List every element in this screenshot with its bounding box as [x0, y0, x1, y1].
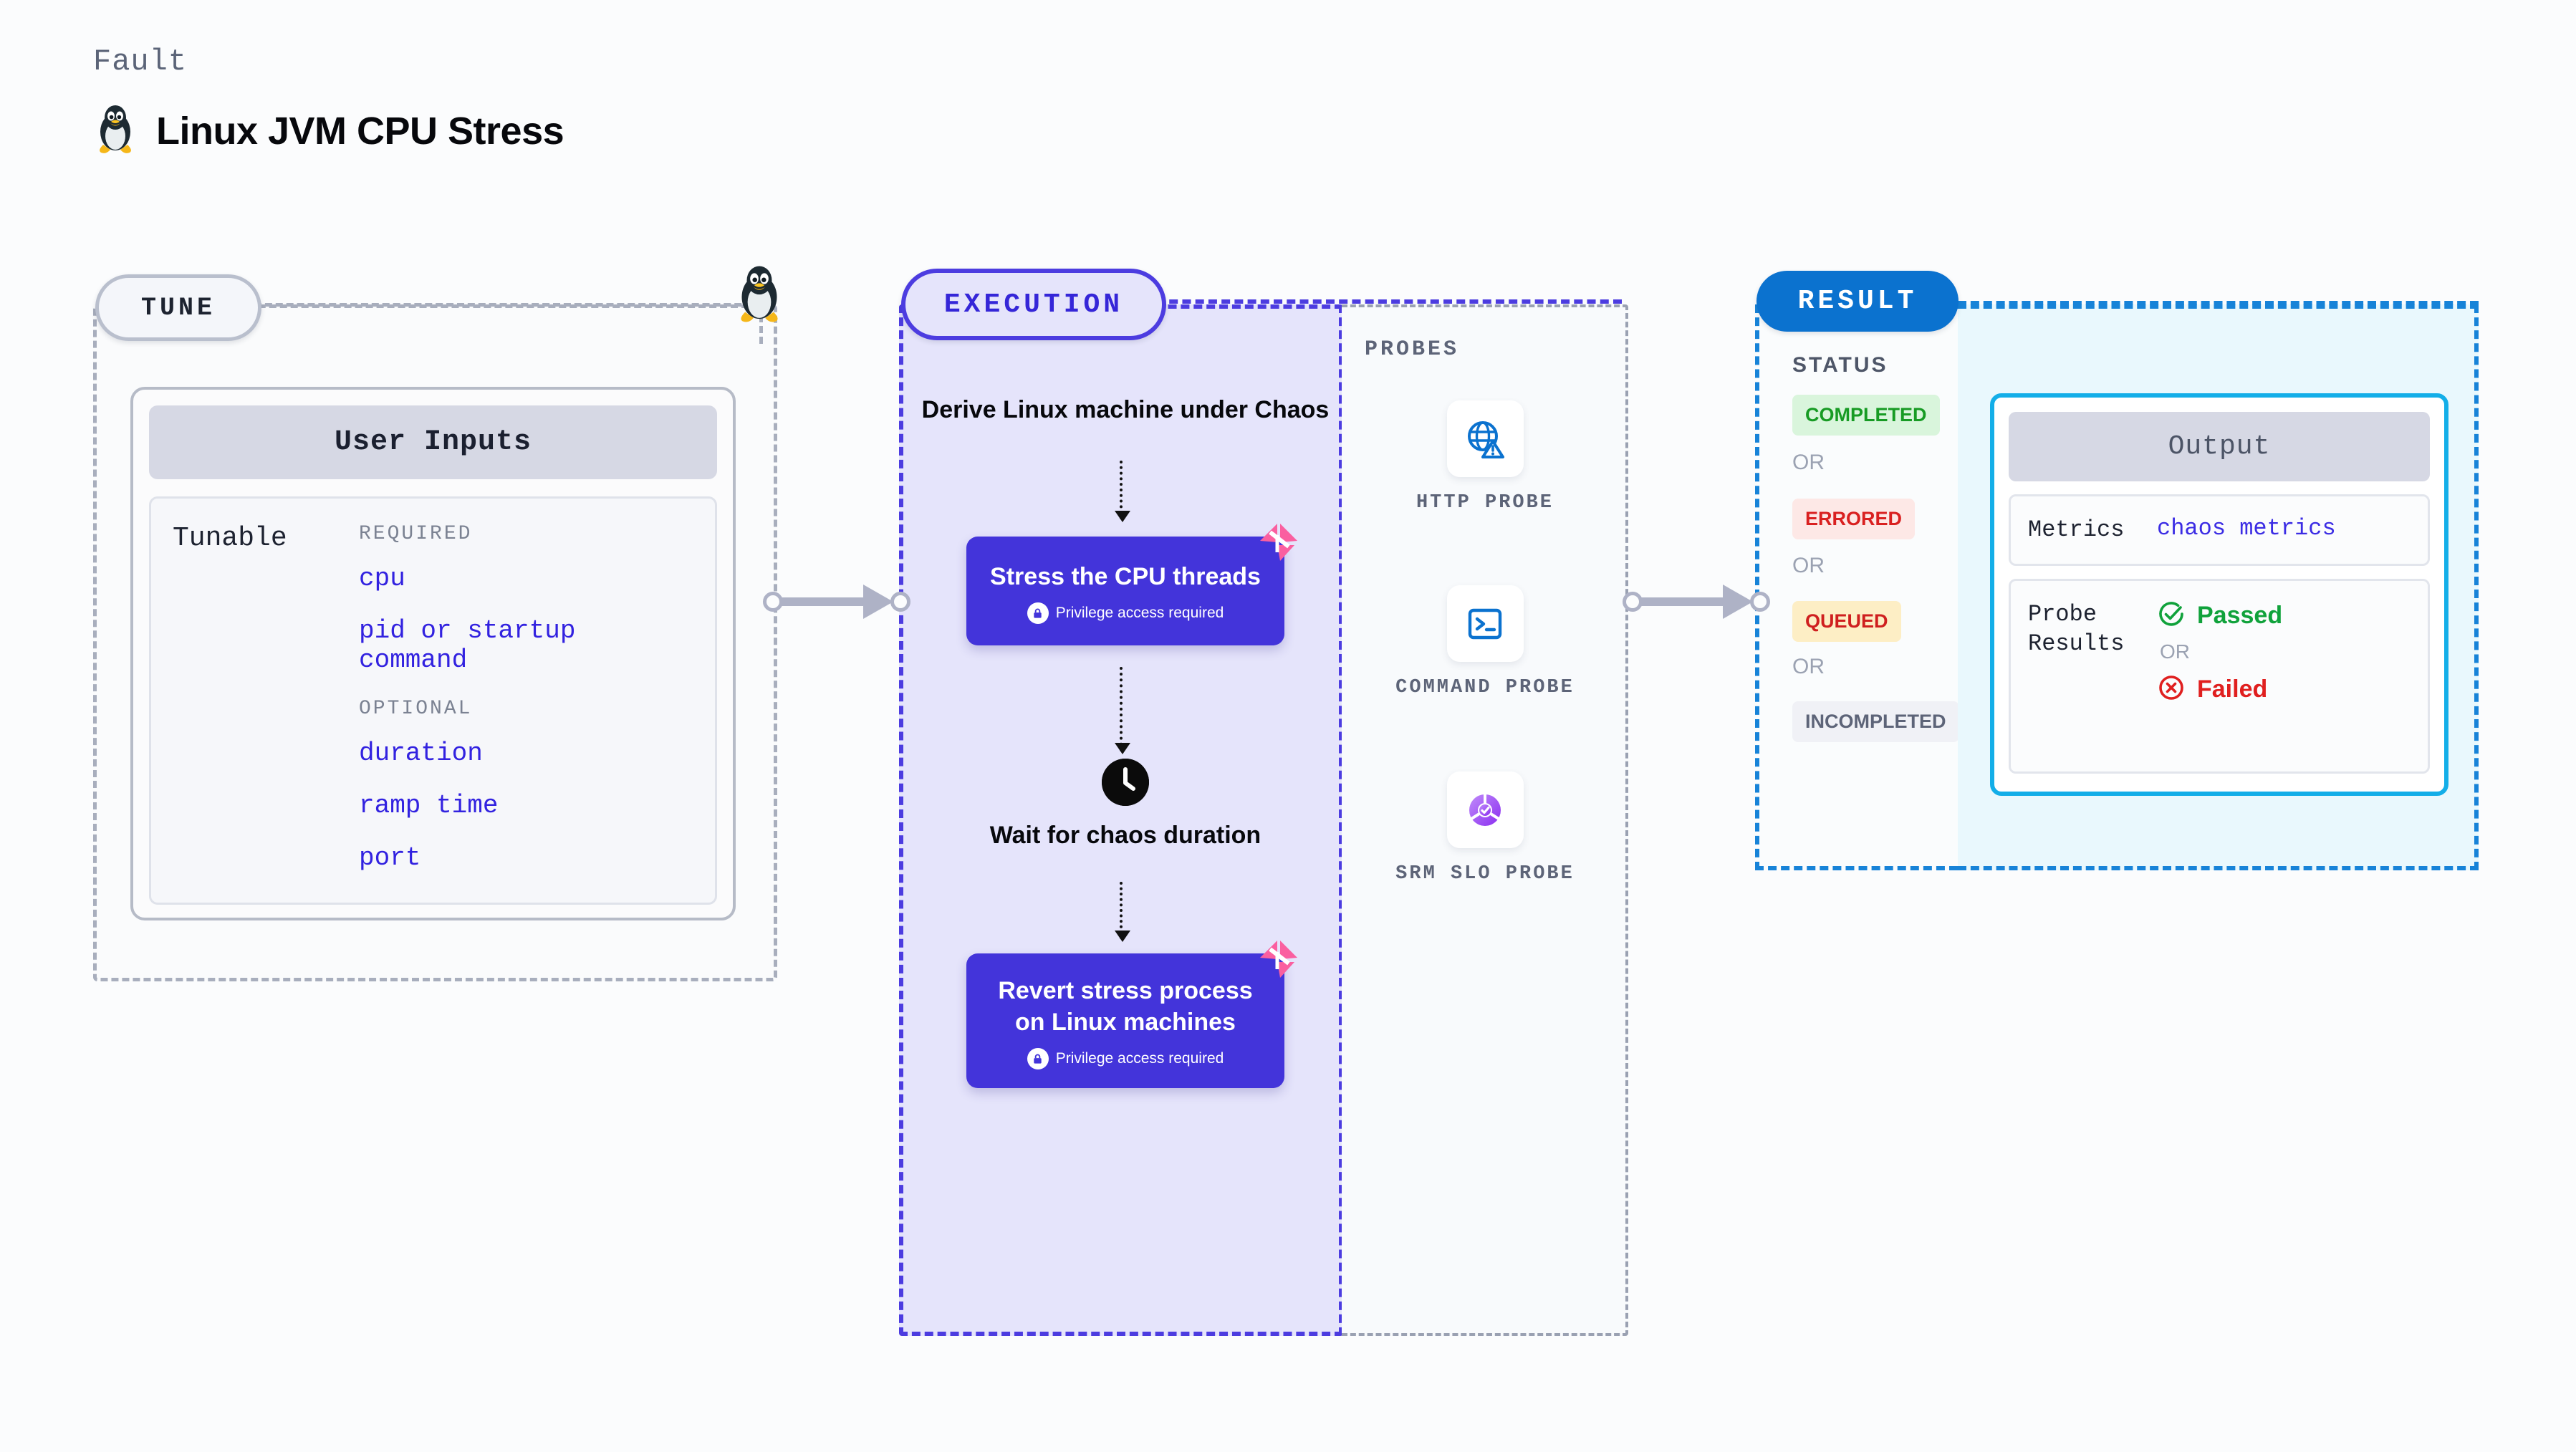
- result-dashed-connector: [1958, 301, 2479, 305]
- param-ramp-time[interactable]: ramp time: [359, 791, 499, 820]
- flow-arrow-3: [1115, 882, 1130, 942]
- result-badge[interactable]: RESULT: [1756, 271, 1959, 332]
- lock-icon: [1027, 602, 1049, 625]
- output-metrics-key: Metrics: [2028, 516, 2125, 543]
- chaos-ribbon-icon: [1256, 938, 1300, 982]
- action-card-revert-stress-label: Revert stress process on Linux machines: [998, 977, 1253, 1037]
- clock-icon: [1102, 759, 1149, 806]
- probe-result-passed-label: Passed: [2197, 601, 2283, 629]
- probe-command-label: COMMAND PROBE: [1395, 677, 1575, 698]
- probe-command[interactable]: COMMAND PROBE: [1342, 585, 1628, 701]
- probe-result-passed: Passed: [2157, 600, 2282, 632]
- connector-execution-to-result: [1623, 580, 1770, 623]
- optional-group-title: OPTIONAL: [359, 698, 473, 720]
- tune-badge[interactable]: TUNE: [95, 274, 261, 341]
- tunable-label: Tunable: [173, 523, 287, 554]
- probes-title: PROBES: [1365, 337, 1460, 362]
- chaos-ribbon-icon: [1256, 521, 1300, 565]
- param-port[interactable]: port: [359, 843, 421, 872]
- page-title: Linux JVM CPU Stress: [156, 109, 564, 153]
- action-card-stress-cpu[interactable]: Stress the CPU threads Privilege access …: [966, 524, 1297, 646]
- output-metrics-row: Metrics chaos metrics: [2009, 494, 2430, 566]
- tune-dashed-connector-vertical: [759, 315, 763, 344]
- flow-step-wait-label: Wait for chaos duration: [989, 822, 1261, 849]
- connector-tune-to-execution: [763, 580, 910, 623]
- result-status-panel: STATUS COMPLETED OR ERRORED OR QUEUED OR…: [1755, 304, 1959, 870]
- globe-warning-icon: [1446, 400, 1524, 477]
- status-or-3: OR: [1792, 655, 1825, 678]
- output-probe-results-key: Probe Results: [2028, 600, 2125, 658]
- status-or-2: OR: [1792, 554, 1825, 577]
- output-probe-results-row: Probe Results Passed OR: [2009, 578, 2430, 774]
- probes-panel: PROBES HTTP PROBE COMMAND PROBE: [1342, 304, 1628, 1336]
- tunable-parameter-list: REQUIRED cpu pid or startup command OPTI…: [359, 523, 693, 878]
- param-pid-or-startup-command[interactable]: pid or startup command: [359, 616, 576, 675]
- user-inputs-card: User Inputs Tunable REQUIRED cpu pid or …: [130, 387, 736, 920]
- status-badge-queued: QUEUED: [1792, 601, 1901, 642]
- status-title: STATUS: [1792, 353, 1888, 377]
- execution-badge[interactable]: EXECUTION: [901, 269, 1166, 340]
- slo-pie-check-icon: [1446, 771, 1524, 848]
- output-metrics-value[interactable]: chaos metrics: [2157, 515, 2336, 542]
- probe-http[interactable]: HTTP PROBE: [1342, 400, 1628, 516]
- probe-result-failed: Failed: [2157, 673, 2282, 706]
- tunable-box: Tunable REQUIRED cpu pid or startup comm…: [149, 496, 717, 905]
- title-row: Linux JVM CPU Stress: [93, 103, 564, 158]
- status-badge-errored: ERRORED: [1792, 499, 1916, 539]
- action-card-stress-cpu-label: Stress the CPU threads: [990, 563, 1261, 590]
- privilege-note-revert: Privilege access required: [966, 1048, 1284, 1070]
- probe-srm-slo-label: SRM SLO PROBE: [1395, 863, 1575, 885]
- probe-result-failed-label: Failed: [2197, 675, 2268, 703]
- action-card-revert-stress[interactable]: Revert stress process on Linux machines …: [966, 941, 1297, 1089]
- privilege-note-stress-label: Privilege access required: [1055, 605, 1224, 622]
- privilege-note-stress: Privilege access required: [966, 602, 1284, 625]
- output-card: Output Metrics chaos metrics Probe Resul…: [1990, 393, 2448, 796]
- param-duration[interactable]: duration: [359, 739, 483, 768]
- check-circle-icon: [2157, 600, 2186, 632]
- result-output-panel: Output Metrics chaos metrics Probe Resul…: [1958, 304, 2479, 870]
- terminal-icon: [1446, 585, 1524, 662]
- execution-dashed-connector: [1156, 299, 1622, 304]
- flow-arrow-1: [1115, 461, 1130, 522]
- user-inputs-header: User Inputs: [149, 405, 717, 479]
- probe-srm-slo[interactable]: SRM SLO PROBE: [1342, 771, 1628, 887]
- flow-step-derive-label: Derive Linux machine under Chaos: [921, 396, 1330, 423]
- execution-panel: Derive Linux machine under Chaos Stress …: [899, 304, 1343, 1336]
- lock-icon: [1027, 1048, 1049, 1070]
- fault-eyebrow-label: Fault: [93, 44, 188, 79]
- param-cpu[interactable]: cpu: [359, 564, 405, 593]
- linux-penguin-icon: [732, 264, 787, 333]
- probe-http-label: HTTP PROBE: [1416, 492, 1554, 514]
- status-or-1: OR: [1792, 451, 1825, 474]
- flow-step-wait: Wait for chaos duration: [903, 759, 1347, 852]
- output-header: Output: [2009, 412, 2430, 481]
- status-badge-incompleted: INCOMPLETED: [1792, 701, 1959, 742]
- required-group-title: REQUIRED: [359, 523, 473, 545]
- tune-dashed-connector: [254, 303, 763, 307]
- privilege-note-revert-label: Privilege access required: [1055, 1050, 1224, 1067]
- probe-results-values: Passed OR Failed: [2157, 600, 2282, 753]
- x-circle-icon: [2157, 673, 2186, 706]
- probe-result-or: OR: [2160, 640, 2190, 663]
- page-header: Fault Linux JVM CPU Stress: [93, 44, 564, 158]
- tune-panel: User Inputs Tunable REQUIRED cpu pid or …: [93, 304, 777, 981]
- flow-arrow-2: [1115, 667, 1130, 754]
- status-badge-completed: COMPLETED: [1792, 395, 1940, 436]
- flow-step-derive: Derive Linux machine under Chaos: [903, 395, 1347, 426]
- linux-penguin-icon: [93, 103, 138, 158]
